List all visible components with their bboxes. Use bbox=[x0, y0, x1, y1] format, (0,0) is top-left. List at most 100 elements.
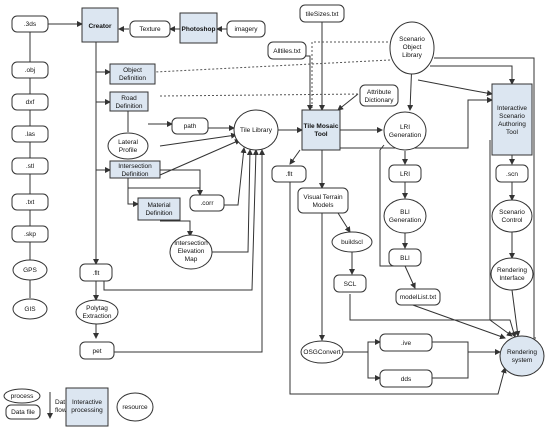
node-road-definition: Road Definition bbox=[109, 91, 149, 112]
node-osgconvert-label: OSGConvert bbox=[303, 349, 340, 356]
node-gps: GPS bbox=[12, 259, 48, 281]
node-photoshop-label: Photoshop bbox=[182, 26, 216, 33]
node-material-definition: Material Definition bbox=[137, 197, 181, 221]
node-corr-label: .corr bbox=[201, 200, 215, 207]
node-flt-mid: .flt bbox=[271, 165, 307, 183]
node-ive: .ive bbox=[379, 333, 433, 352]
node-stl-label: .stl bbox=[26, 163, 35, 170]
node-roaddef-line2: Definition bbox=[115, 103, 142, 110]
legend-resource-label: resource bbox=[122, 404, 148, 411]
node-imagery-label: imagery bbox=[234, 26, 258, 33]
node-rendering-system: Rendering system bbox=[499, 335, 545, 377]
node-polytag-extraction: Polytag Extraction bbox=[75, 299, 119, 325]
node-rendsys-line1: Rendering bbox=[507, 349, 537, 356]
edge-ive-rendsys bbox=[432, 341, 501, 355]
legend-dataflow-line2: flow bbox=[55, 407, 67, 414]
edge-corr-tilelib bbox=[224, 147, 247, 206]
node-gis-label: GIS bbox=[24, 306, 36, 313]
node-creator: Creator bbox=[81, 7, 119, 43]
edge-modellist-rendsys bbox=[409, 303, 506, 340]
legend-process: process bbox=[3, 388, 41, 404]
node-pet-label: pet bbox=[92, 348, 101, 355]
edge-vtm-buildscl bbox=[337, 212, 351, 233]
legend-data-file: Data file bbox=[5, 404, 41, 420]
node-bligen-line2: Generation bbox=[389, 217, 422, 224]
node-scn: .scn bbox=[495, 164, 529, 183]
node-texture: Texture bbox=[129, 20, 171, 38]
node-rendering-interface: Rendering Interface bbox=[490, 257, 534, 291]
node-gps-label: GPS bbox=[23, 267, 37, 274]
node-bli-label: BLI bbox=[400, 255, 410, 262]
node-scl-label: SCL bbox=[344, 281, 357, 288]
node-photoshop: Photoshop bbox=[179, 12, 218, 44]
node-tilelib-label: Tile Library bbox=[240, 127, 273, 134]
node-3ds: .3ds bbox=[11, 15, 49, 33]
node-sol-line1: Scenario bbox=[399, 36, 425, 43]
node-path: path bbox=[171, 117, 209, 135]
edges bbox=[29, 21, 536, 395]
node-interdef-line1: Intersection bbox=[118, 163, 152, 170]
node-interdef-line2: Definition bbox=[121, 171, 148, 178]
node-lateral-profile: Lateral Profile bbox=[107, 132, 149, 160]
node-gis: GIS bbox=[12, 298, 48, 320]
edge-attr-tilemosaic bbox=[337, 93, 359, 111]
node-isat-line2: Scenario bbox=[499, 113, 525, 120]
node-path-label: path bbox=[184, 123, 197, 130]
node-isat-line4: Tool bbox=[506, 129, 518, 136]
node-isat-line3: Authoring bbox=[498, 121, 526, 128]
edge-bli-lri-loop bbox=[379, 144, 395, 267]
node-scenctrl-line2: Control bbox=[502, 217, 524, 224]
node-3ds-label: .3ds bbox=[24, 21, 37, 28]
node-buildscl: buildscl bbox=[331, 231, 373, 253]
edge-sol-objdef bbox=[154, 59, 391, 73]
node-scenario-control: Scenario Control bbox=[491, 199, 533, 233]
node-bli: BLI bbox=[388, 248, 422, 267]
node-las: .las bbox=[11, 125, 49, 143]
node-dxf-label: dxf bbox=[26, 99, 35, 106]
edge-sol-rendsys bbox=[434, 57, 536, 339]
node-flt-mid-label: .flt bbox=[286, 171, 293, 178]
legend: process Data file Data flow Interactive … bbox=[3, 387, 154, 427]
legend-datafile-label: Data file bbox=[11, 409, 35, 416]
node-intersection-definition: Intersection Definition bbox=[109, 160, 161, 179]
node-rendint-line1: Rendering bbox=[497, 267, 527, 274]
edge-osg-dds bbox=[367, 352, 381, 381]
node-imagery: imagery bbox=[226, 20, 266, 38]
edge-dds-rendsys bbox=[432, 352, 469, 379]
edge-attr-roaddef bbox=[159, 93, 363, 97]
edge-scl-rendsys bbox=[349, 294, 517, 338]
node-intersection-elevation-map: Intersection Elevation Map bbox=[169, 234, 213, 270]
edge-isat-rendsys bbox=[489, 140, 513, 337]
node-bligen-line1: BLI bbox=[400, 209, 410, 216]
node-tile-library: Tile Library bbox=[233, 109, 279, 151]
node-vtm-line2: Models bbox=[313, 202, 335, 209]
legend-interactive-line2: processing bbox=[71, 407, 103, 414]
node-bli-generation: BLI Generation bbox=[383, 198, 427, 234]
node-lateral-line1: Lateral bbox=[118, 139, 138, 146]
node-roaddef-line1: Road bbox=[121, 95, 137, 102]
legend-resource: resource bbox=[116, 392, 154, 422]
node-txt-label: .txt bbox=[26, 199, 35, 206]
node-skp: .skp bbox=[11, 225, 49, 243]
node-lrigen-line2: Generation bbox=[389, 132, 422, 139]
node-lri: LRI bbox=[388, 164, 422, 183]
node-corr: .corr bbox=[189, 194, 225, 212]
node-las-label: .las bbox=[25, 131, 36, 138]
node-matdef-line1: Material bbox=[147, 202, 171, 209]
node-vtm-line1: Visual Terrain bbox=[303, 194, 343, 201]
edge-osg-ive bbox=[367, 339, 381, 352]
legend-data-flow: Data flow bbox=[47, 392, 69, 419]
node-objdef-line2: Definition bbox=[119, 75, 146, 82]
edge-inter-tilelib bbox=[159, 139, 241, 176]
legend-dataflow-line1: Data bbox=[55, 399, 69, 406]
node-stl: .stl bbox=[11, 157, 49, 175]
node-elevmap-line3: Map bbox=[185, 256, 198, 263]
node-tilemosaic-line1: Tile Mosaic bbox=[304, 123, 339, 130]
legend-interactive-processing: Interactive processing bbox=[65, 387, 109, 427]
node-rendint-line2: Interface bbox=[499, 275, 525, 282]
node-isat-line1: Interactive bbox=[497, 105, 527, 112]
node-alltiles-label: Alltiles.txt bbox=[273, 48, 301, 55]
legend-interactive-line1: Interactive bbox=[72, 399, 102, 406]
node-osgconvert: OSGConvert bbox=[300, 340, 344, 364]
